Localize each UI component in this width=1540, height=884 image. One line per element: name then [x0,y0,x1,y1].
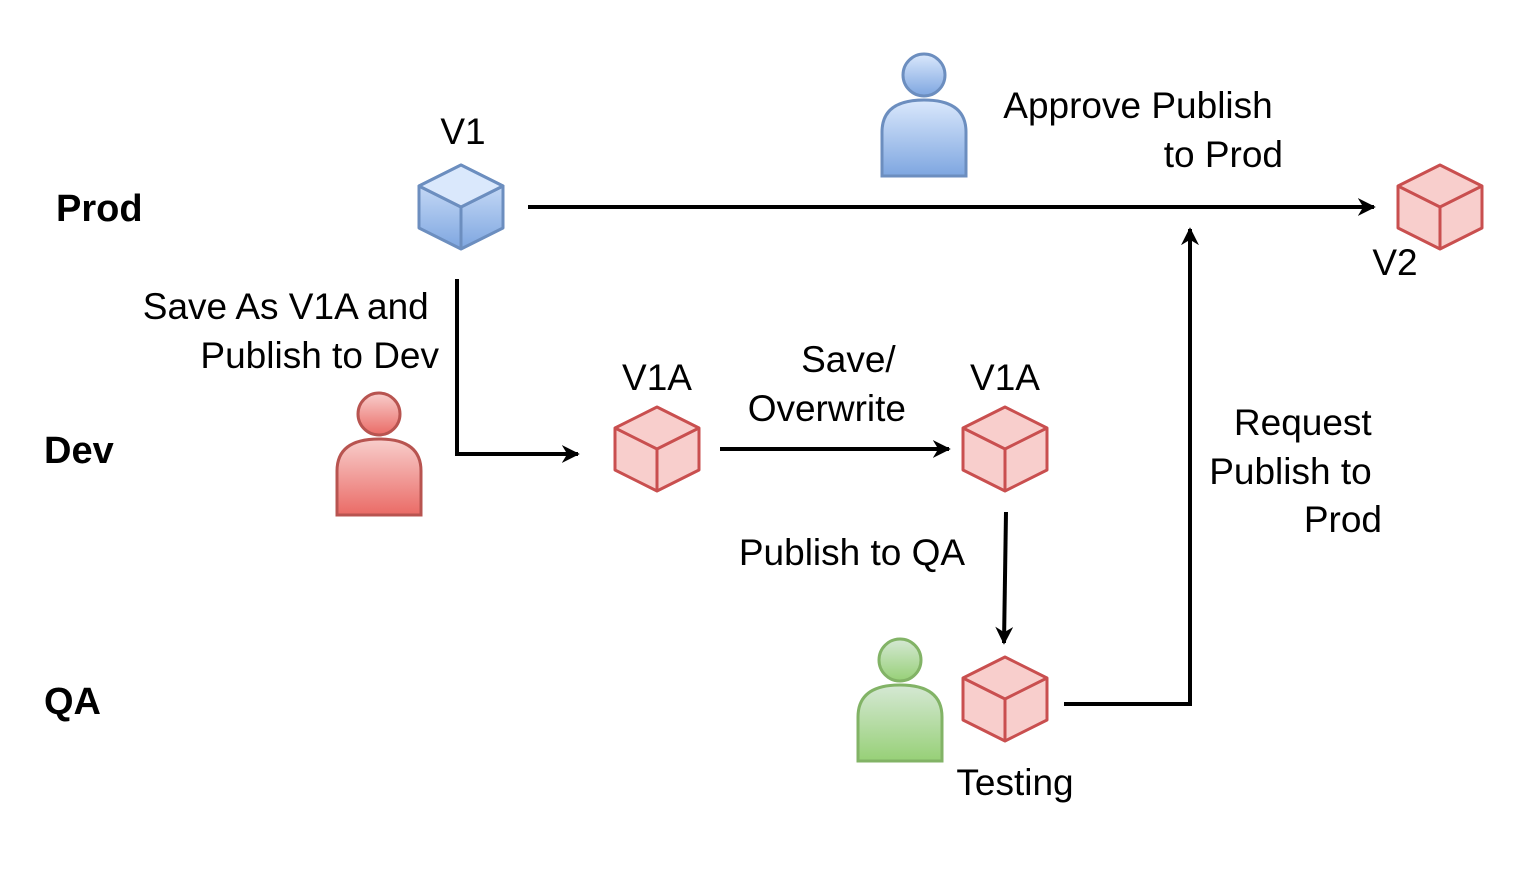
lane-label-qa: QA [44,681,101,723]
edge-label-request-publish: Request Publish to Prod [1209,402,1382,540]
node-label-v1: V1 [440,111,485,152]
arrow-request-publish [1064,227,1199,706]
cube-icon [417,163,505,251]
cube-icon [613,405,701,493]
node-label-v1a-dev: V1A [622,357,692,398]
tester-user-icon [856,637,944,763]
lane-label-prod: Prod [56,188,143,230]
cube-icon [1396,163,1484,251]
cube-icon [961,405,1049,493]
cube-icon [961,655,1049,743]
node-label-v2: V2 [1372,242,1417,283]
arrow-publish-to-qa [995,511,1014,645]
lane-label-dev: Dev [44,430,114,472]
node-label-testing: Testing [956,762,1073,803]
edge-label-approve-publish: Approve Publish to Prod [1003,85,1283,175]
edge-label-save-as: Save As V1A and Publish to Dev [143,286,440,376]
developer-user-icon [335,391,423,517]
approver-user-icon [880,52,968,178]
edge-label-publish-qa: Publish to QA [739,532,966,573]
arrow-save-as-v1a [455,279,580,463]
edge-label-save-overwrite: Save/ Overwrite [748,339,906,429]
node-label-v1a-saved: V1A [970,357,1040,398]
